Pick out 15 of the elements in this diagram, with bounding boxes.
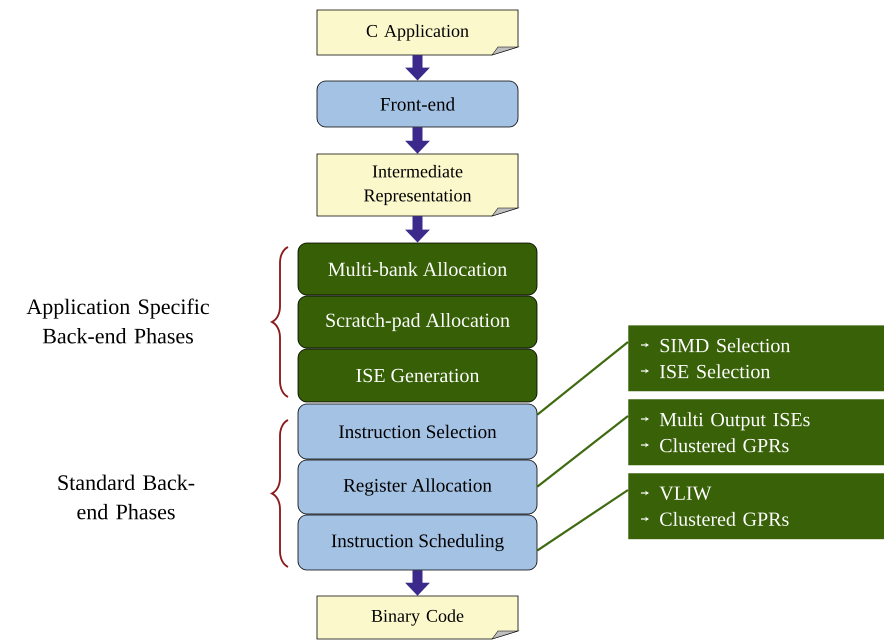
note-box: Multi Output ISEs Clustered GPRs [628, 399, 884, 466]
leader-line [536, 489, 629, 552]
phase-box: ISE Generation [298, 348, 538, 402]
note-box: SIMD Selection ISE Selection [628, 325, 884, 392]
process-box: Front-end [316, 80, 518, 128]
phase-box: Scratch-pad Allocation [298, 296, 538, 348]
process-box: Instruction Selection [298, 404, 538, 460]
phase-box: Multi-bank Allocation [298, 242, 538, 296]
leader-line [536, 415, 629, 488]
leader-line [536, 341, 629, 416]
group-label: Standard Back-end Phases [58, 474, 194, 520]
note-box: VLIW Clustered GPRs [628, 473, 884, 540]
group-label: Application Specific Back-end Phases [26, 298, 209, 344]
process-box: Instruction Scheduling [298, 514, 538, 570]
process-box: Register Allocation [298, 460, 538, 514]
